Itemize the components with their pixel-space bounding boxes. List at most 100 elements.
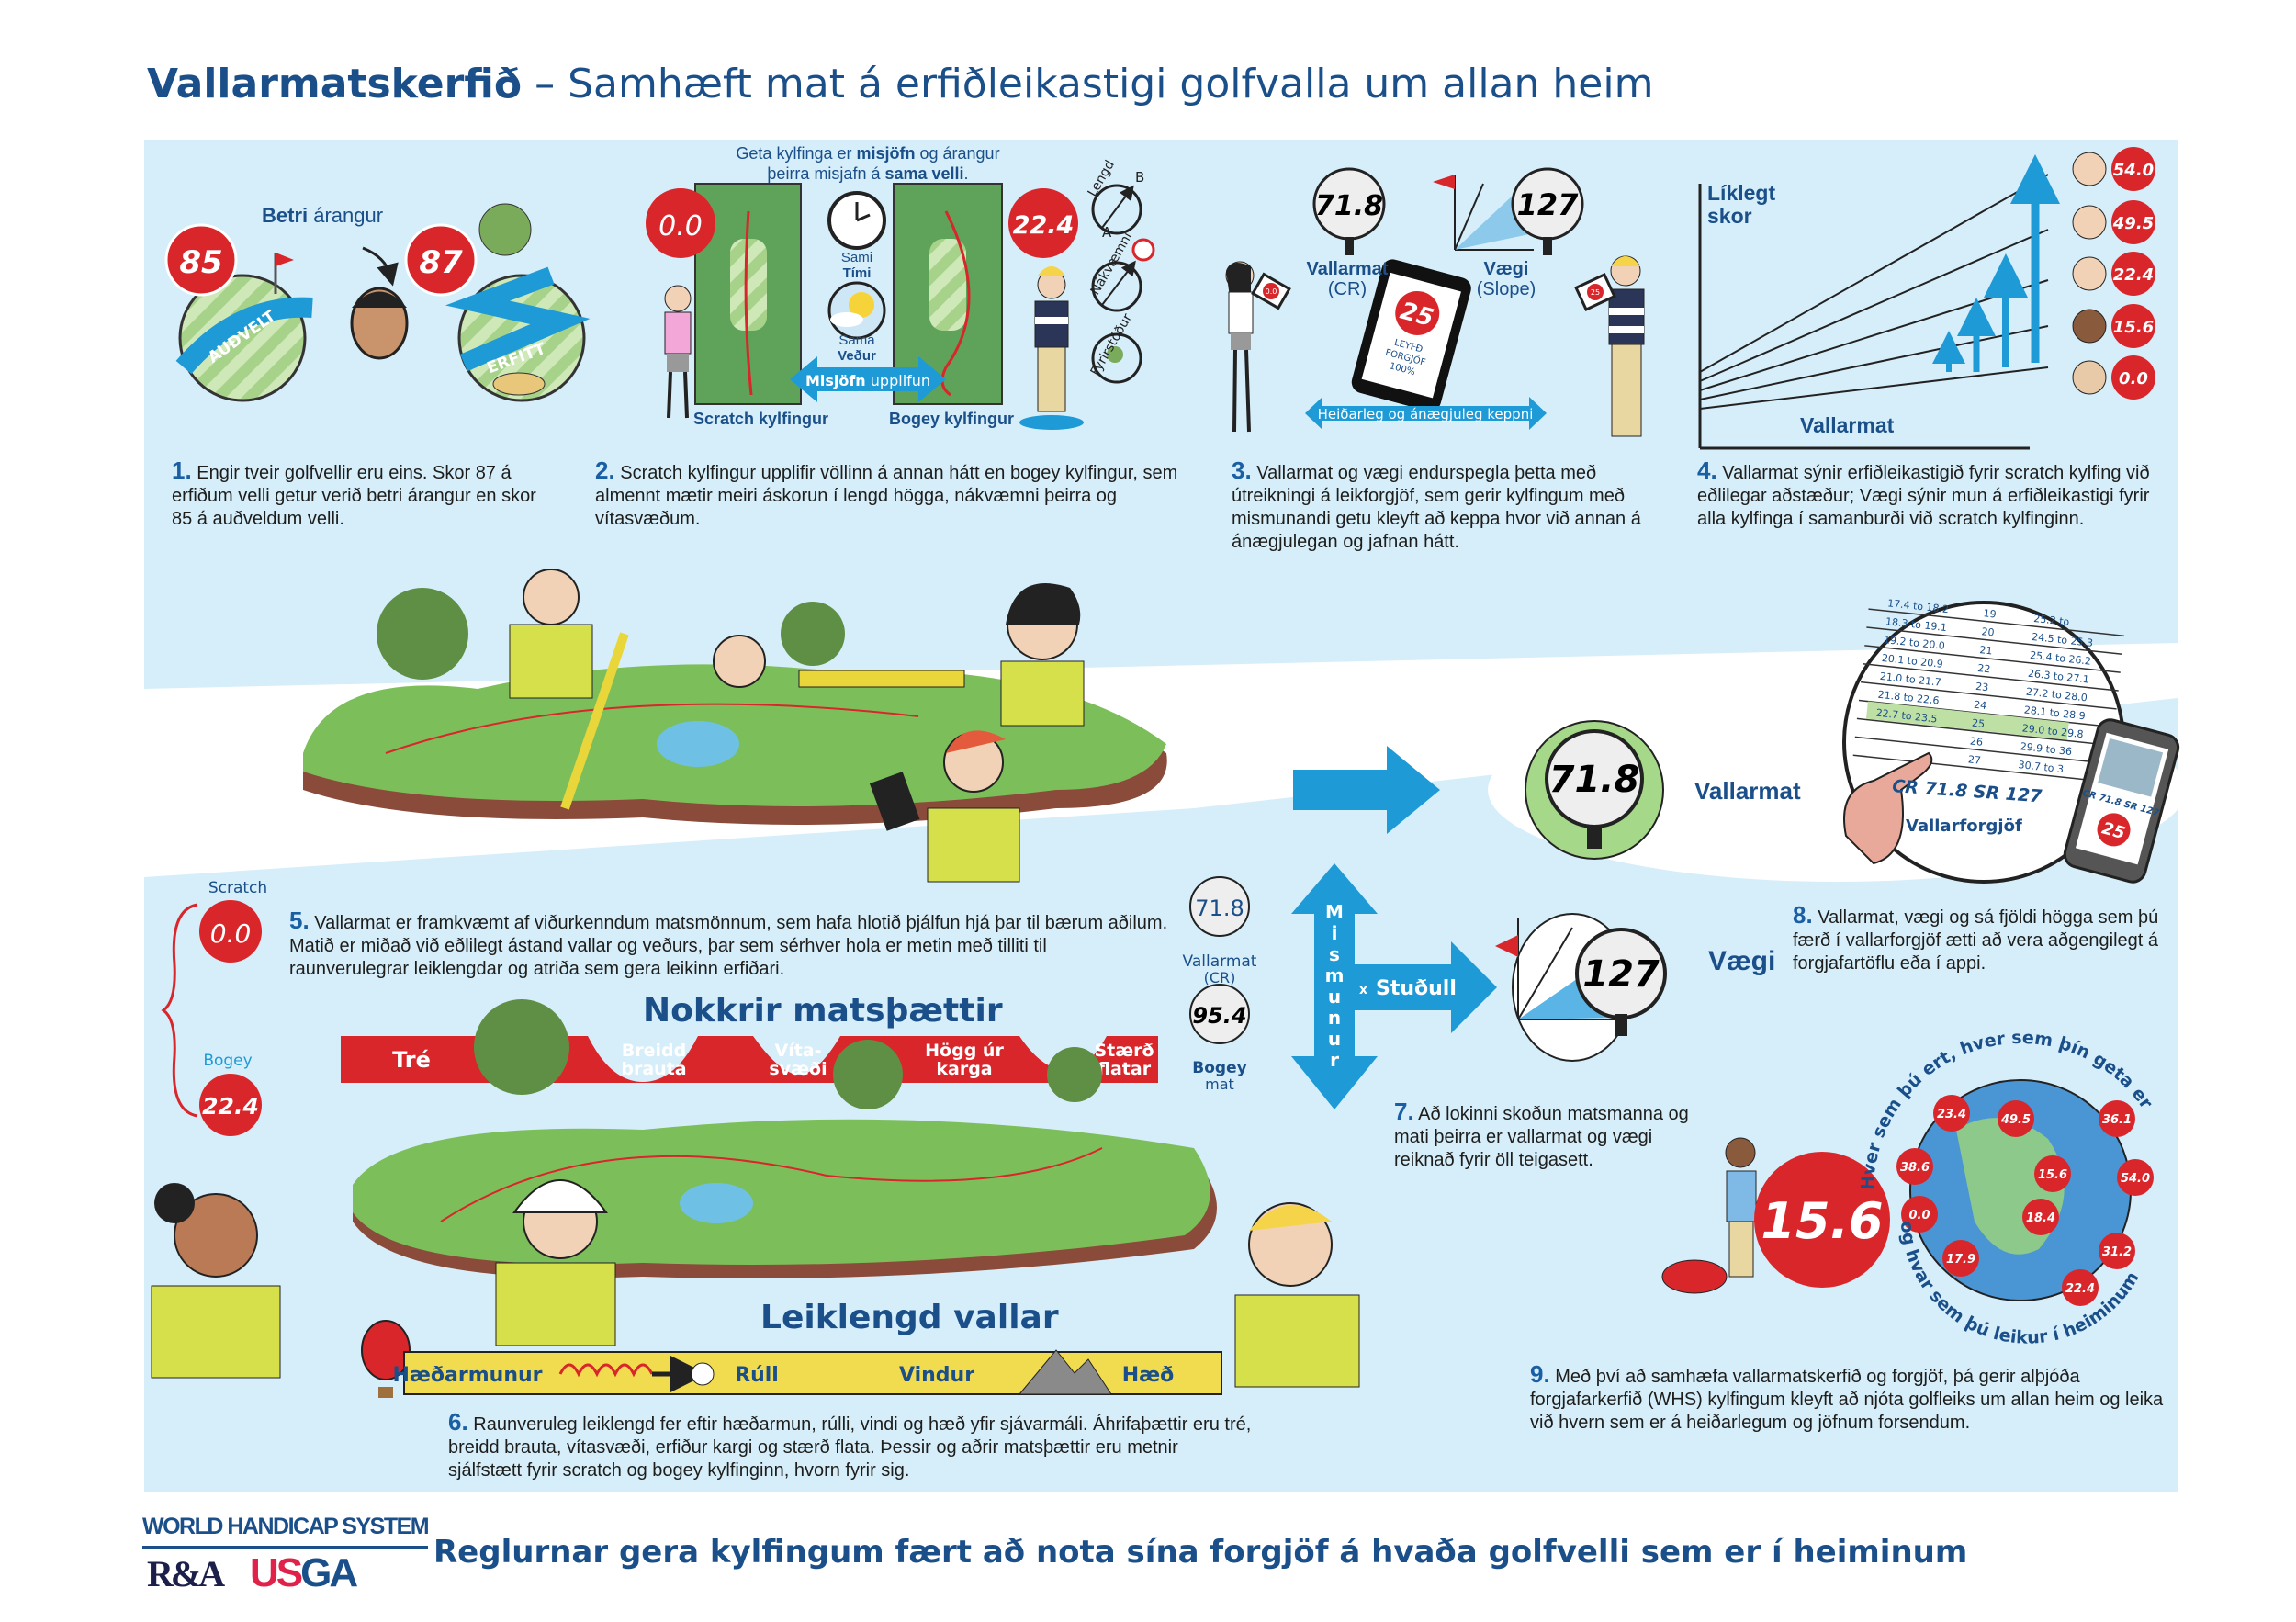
- table-cell: 25: [1971, 717, 1985, 730]
- svg-text:0.0: 0.0: [1908, 1209, 1930, 1222]
- difference-letter: r: [1330, 1049, 1339, 1071]
- ruler-label-1: Rúll: [735, 1364, 779, 1387]
- index-0-badge: 0.0: [2072, 355, 2155, 400]
- globe-index-badge: 23.4: [1933, 1095, 1970, 1132]
- svg-text:49.5: 49.5: [2112, 214, 2154, 233]
- step-8-text: 8. Vallarmat, vægi og sá fjöldi högga se…: [1793, 901, 2159, 974]
- line-49: [1699, 229, 2049, 382]
- table-cell: 20: [1981, 625, 1995, 638]
- table-cell: 21: [1979, 644, 1993, 657]
- rater-with-measure: [509, 569, 629, 810]
- top-panel: [144, 140, 2178, 689]
- step-6-text: 6. Raunveruleg leiklengd fer eftir hæðar…: [448, 1408, 1252, 1481]
- step-1-text: 1. Engir tveir golfvellir eru eins. Skor…: [172, 456, 536, 529]
- difference-letter: i: [1332, 922, 1338, 944]
- difference-letter: n: [1328, 1007, 1341, 1029]
- globe-index-badge: 0.0: [1901, 1196, 1938, 1233]
- factor-label-1-b: brauta: [621, 1059, 686, 1079]
- svg-text:54.0: 54.0: [2113, 161, 2154, 180]
- factor-label-3: Högg úr: [925, 1041, 1004, 1061]
- table-cell: 26: [1969, 735, 1983, 748]
- table-cell: 19: [1983, 607, 1997, 620]
- slope-graph-large: 127: [1495, 913, 1667, 1062]
- handicap-chart: [1698, 154, 2060, 450]
- cr-small-ball-icon: 71.8: [1189, 876, 1250, 937]
- point-a-label: A: [1102, 224, 1112, 241]
- globe-index-badge: 22.4: [2062, 1269, 2099, 1306]
- title-bold: Vallarmatskerfið: [147, 61, 523, 107]
- weather-icon: [827, 281, 886, 340]
- svg-text:54.0: 54.0: [2121, 1172, 2150, 1186]
- course-rating-result-label: Vallarmat: [1694, 777, 1801, 805]
- svg-text:95.4: 95.4: [1192, 1003, 1246, 1029]
- rating-course-island: [303, 569, 1167, 883]
- svg-text:38.6: 38.6: [1900, 1161, 1930, 1175]
- globe-index-badge: 54.0: [2117, 1159, 2154, 1196]
- svg-text:36.1: 36.1: [2102, 1113, 2132, 1127]
- table-cell: 23: [1975, 681, 1989, 693]
- bogey-index-badge-5: 22.4: [199, 1074, 262, 1136]
- female-rater: [151, 1183, 281, 1379]
- svg-text:127: 127: [1517, 187, 1580, 222]
- scratch-index-badge-5: 0.0: [199, 900, 262, 963]
- rater-with-hardhat: [495, 1179, 616, 1346]
- slope-result-label: Vægi: [1708, 946, 1776, 976]
- course-rating-ball-icon: 71.8: [1312, 167, 1386, 255]
- svg-text:22.4: 22.4: [2113, 265, 2154, 285]
- index-54-badge: 54.0: [2072, 147, 2155, 191]
- score-85-badge: 85: [164, 223, 238, 297]
- factor-label-3-b: karga: [936, 1059, 992, 1079]
- scratch-index-badge: 0.0: [646, 188, 715, 258]
- golfer-with-bag: [1661, 1137, 1757, 1294]
- male-golfer-with-tablet: 25: [1574, 255, 1645, 437]
- svg-text:87: 87: [419, 244, 463, 281]
- svg-text:23.4: 23.4: [1937, 1108, 1966, 1121]
- ruler-label-0: Hæðarmunur: [392, 1364, 542, 1387]
- step-5-text: 5. Vallarmat er framkvæmt af viðurkenndu…: [289, 907, 1168, 979]
- male-bogey-golfer: [1019, 266, 1084, 430]
- svg-text:0.0: 0.0: [210, 918, 252, 949]
- table-cell: 24: [1974, 699, 1987, 712]
- line-54: [1699, 174, 2049, 373]
- svg-text:85: 85: [179, 244, 222, 281]
- step-2-text: 2. Scratch kylfingur upplifir völlinn á …: [595, 456, 1178, 529]
- svg-text:15.6: 15.6: [2113, 318, 2154, 337]
- index-15-badge: 15.6: [2072, 304, 2155, 348]
- uneven-experience-arrow: Misjöfn upplifun: [790, 356, 946, 402]
- bogey-index-badge: 22.4: [1008, 188, 1078, 258]
- svg-text:22.4: 22.4: [1013, 211, 1075, 240]
- index-49-badge: 49.5: [2072, 200, 2155, 244]
- course-rating-label: Vallarmat(CR): [1306, 259, 1389, 299]
- svg-text:31.2: 31.2: [2102, 1245, 2132, 1259]
- table-cell: 30.7 to 3: [2018, 759, 2065, 775]
- globe-index-badge: 49.5: [1998, 1100, 2034, 1137]
- table-cell: 25.2 to: [2033, 613, 2070, 628]
- whs-logo: WORLD HANDICAP SYSTEM: [142, 1514, 430, 1549]
- scratch-bogey-bracket: [161, 903, 198, 1118]
- female-scratch-golfer: [664, 285, 692, 419]
- step-4-text: 4. Vallarmat sýnir erfiðleikastigið fyri…: [1697, 456, 2150, 529]
- factors-heading: Nokkrir matsþættir: [643, 992, 1003, 1030]
- difference-letter: s: [1329, 943, 1340, 965]
- table-cell: 27: [1967, 753, 1981, 766]
- hot-air-balloon-icon: [361, 1320, 411, 1398]
- factor-x-label: x: [1359, 983, 1367, 997]
- handicap-tablet-icon: 25 LEYFÐ FORGJÖF 100%: [1351, 259, 1471, 411]
- title-rest: – Samhæft mat á erfiðleikastigi golfvall…: [522, 61, 1654, 107]
- svg-text:22.4: 22.4: [2065, 1282, 2095, 1296]
- accuracy-factor-icon: [1091, 238, 1155, 312]
- table-row: 27 30.7 to 3: [1852, 753, 2110, 783]
- male-rater-explaining: [1234, 1202, 1360, 1388]
- left-tablet-value: 0.0: [1266, 287, 1277, 296]
- line-0: [1699, 366, 2049, 410]
- uneven-experience-label: Misjöfn upplifun: [805, 372, 930, 389]
- factor-label-4: Stærð: [1094, 1041, 1154, 1061]
